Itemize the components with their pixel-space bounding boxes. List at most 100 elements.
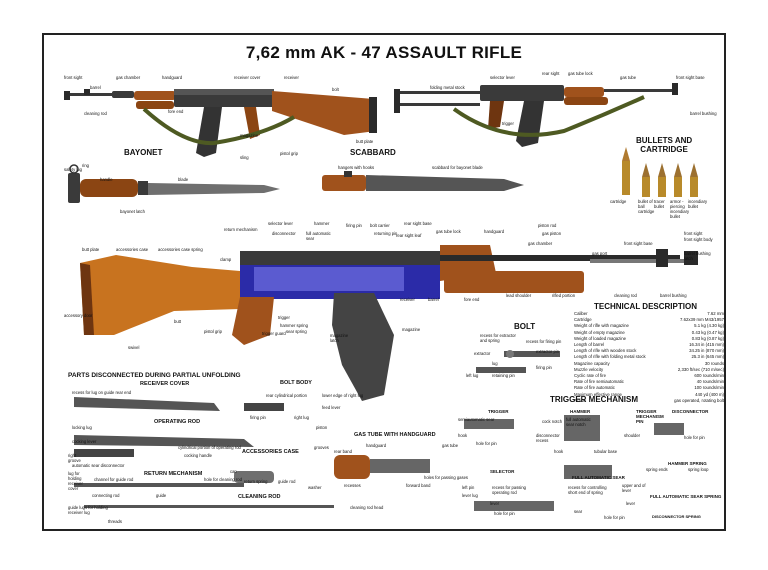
label: gas piston: [542, 231, 562, 236]
label: hole for pin: [684, 435, 705, 440]
heading-trigger-mechanism: TRIGGER MECHANISM: [550, 395, 638, 404]
label: firing pin: [250, 415, 266, 420]
label: upper and of lever: [622, 483, 646, 493]
label: magazine latch: [330, 333, 349, 343]
label: holes for passing gases: [424, 475, 468, 480]
label: barrel bushing: [690, 111, 717, 116]
label: fore end: [464, 297, 480, 302]
label: recess for controlling short end of spri…: [568, 485, 607, 495]
label: threads: [108, 519, 122, 524]
label: right lug: [294, 415, 309, 420]
label: hook: [554, 449, 564, 454]
label: receiver: [284, 75, 299, 80]
heading-hammer-spring: HAMMER SPRING: [668, 461, 707, 466]
label: lead shoulder: [506, 293, 532, 298]
label: recesses: [344, 483, 361, 488]
label: cleaning rod: [84, 111, 107, 116]
label: cocking handle: [184, 453, 212, 458]
bolt-detail: [476, 350, 560, 373]
label: magazine: [402, 327, 421, 332]
label: butt plate: [82, 247, 100, 252]
label: hammer: [314, 221, 330, 226]
scabbard-drawing: [322, 171, 524, 191]
parts-drawings: [74, 397, 684, 511]
label: gas chamber: [528, 241, 553, 246]
label: cartridge: [610, 199, 627, 204]
label: handguard: [484, 229, 505, 234]
label: cap: [230, 469, 237, 474]
heading-bayonet: BAYONET: [124, 148, 163, 157]
heading-selector: SELECTOR: [490, 469, 515, 474]
label: front sight base: [624, 241, 653, 246]
label: feed lever: [322, 405, 341, 410]
label: shoulder: [624, 433, 641, 438]
heading-hammer: HAMMER: [570, 409, 591, 414]
heading-full-auto-sear: FULL AUTOMATIC SEAR: [572, 475, 625, 480]
bullets-drawing: [622, 147, 698, 197]
label: full automatic sear notch: [566, 417, 591, 427]
label: forward band: [406, 483, 431, 488]
cutaway-rifle: [80, 245, 698, 401]
label: rear sight: [542, 71, 560, 76]
label: disconnector: [272, 231, 296, 236]
label: firing pin: [536, 365, 552, 370]
label: scabbard for bayonet blade: [432, 165, 483, 170]
label: accessories case: [116, 247, 149, 252]
label: rear cylindrical portion: [266, 393, 307, 398]
label: hangers with hooks: [338, 165, 375, 170]
label: barrel: [428, 297, 439, 302]
rifle-wooden-stock: [64, 89, 377, 157]
label: rifled portion: [552, 293, 576, 298]
label: rear band: [334, 449, 352, 454]
label: safety lug: [64, 167, 82, 172]
label: recess for lug on guide rear end: [72, 390, 132, 395]
label: right groove: [68, 453, 81, 463]
label: cylindrical portion of operating rod: [178, 445, 241, 450]
heading-bullets: BULLETS AND CARTRIDGE: [636, 136, 693, 154]
label: barrel bushing: [660, 293, 687, 298]
bayonet-drawing: [68, 164, 280, 203]
label: tubular base: [594, 449, 618, 454]
label: returning pin: [374, 231, 398, 236]
heading-operating-rod: OPERATING ROD: [154, 419, 201, 425]
heading-full-auto-sear-spring: FULL AUTOMATIC SEAR SPRING: [650, 494, 722, 499]
label: barrel: [90, 85, 101, 90]
label: ring: [82, 163, 89, 168]
rifle-folding-stock: [394, 83, 678, 147]
label: cleaning rod: [614, 293, 637, 298]
label: channel for guide rod: [94, 477, 134, 482]
label: lever lug: [462, 493, 478, 498]
label: gas tube: [620, 75, 637, 80]
label: gas tube: [442, 443, 459, 448]
label: bullet of ball cartridge: [638, 199, 655, 214]
label: hole for pin: [604, 515, 625, 520]
heading-receiver-cover: RECEIVER COVER: [140, 381, 190, 387]
heading-bolt-body: BOLT BODY: [280, 380, 312, 386]
label: swivel: [128, 345, 140, 350]
label: sear spring: [286, 329, 307, 334]
heading-cleaning-rod: CLEANING ROD: [238, 494, 281, 500]
label: selector lever: [490, 75, 515, 80]
label: rear sight base: [404, 221, 432, 226]
heading-disconnector: DISCONNECTOR: [672, 409, 709, 414]
label: left pin: [462, 485, 475, 490]
label: gas chamber: [116, 75, 141, 80]
label: front sight body: [684, 237, 713, 242]
poster-frame: 7,62 mm AK - 47 ASSAULT RIFLE: [42, 33, 726, 531]
label: lug for holding receiver cover: [68, 471, 83, 491]
label: tracer bullet: [654, 199, 665, 209]
label: return spring: [244, 479, 268, 484]
label: cleaning rod head: [350, 505, 384, 510]
label: folding metal stock: [430, 85, 465, 90]
label: blade: [178, 177, 189, 182]
